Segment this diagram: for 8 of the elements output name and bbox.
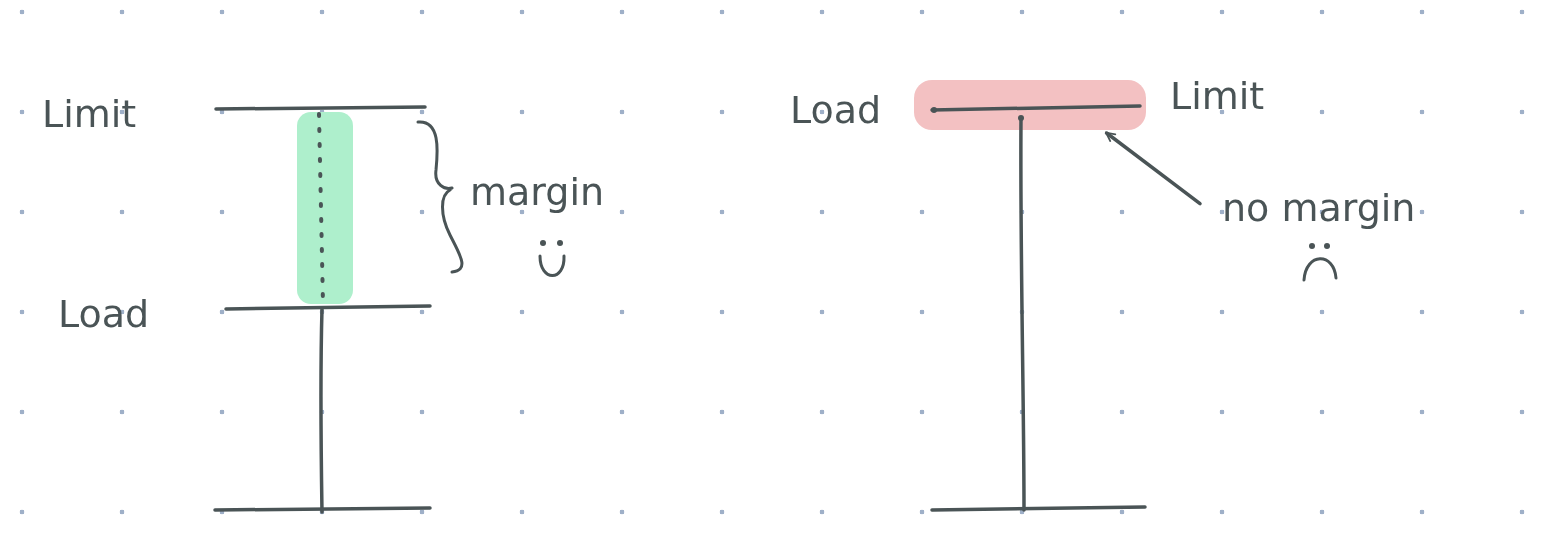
load-label: Load — [58, 292, 150, 336]
limit-label: Limit — [42, 92, 137, 136]
load-label: Load — [790, 88, 882, 132]
arrow — [1104, 131, 1202, 206]
annotation-text: no margin — [1222, 186, 1416, 230]
margin-label: margin — [470, 170, 605, 214]
limit-label: Limit — [1170, 74, 1265, 118]
highlight-bar — [914, 80, 1146, 130]
